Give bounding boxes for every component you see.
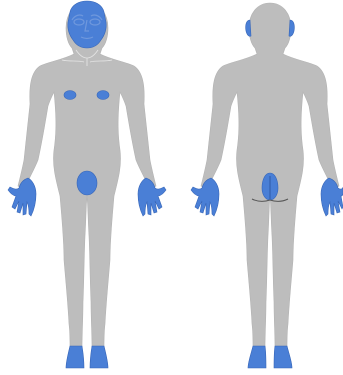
front-left-foot-highlight <box>66 346 84 368</box>
front-right-nipple-highlight <box>97 91 109 100</box>
back-left-ear-highlight <box>246 20 251 36</box>
back-left-hand-highlight <box>191 178 219 216</box>
back-right-hand-highlight <box>321 178 343 216</box>
front-right-foot-highlight <box>90 346 108 368</box>
front-genital-highlight <box>77 171 97 195</box>
back-right-ear-highlight <box>289 20 294 36</box>
front-face-highlight <box>68 1 106 48</box>
back-left-foot-highlight <box>248 346 266 368</box>
front-left-hand-highlight <box>8 178 36 216</box>
front-right-hand-highlight <box>138 178 166 216</box>
front-figure <box>8 1 166 368</box>
front-left-nipple-highlight <box>64 91 76 100</box>
back-right-foot-highlight <box>274 346 292 368</box>
back-figure <box>191 3 343 368</box>
